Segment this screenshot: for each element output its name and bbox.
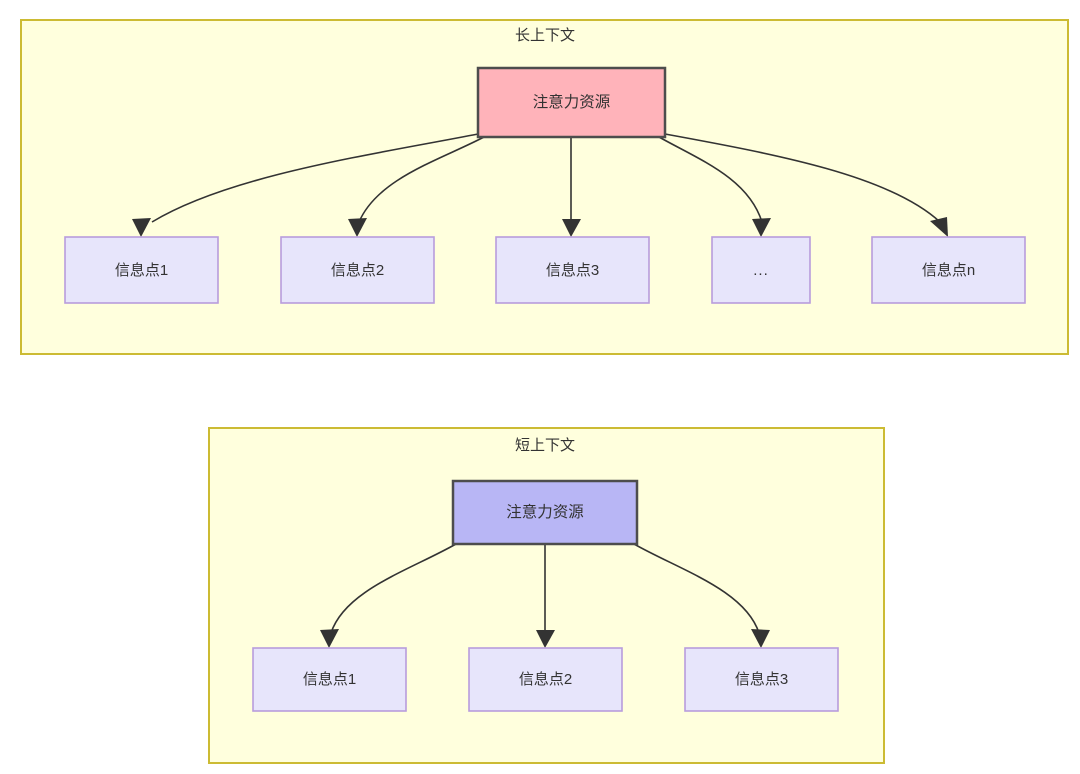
arrowhead-leaf-3-short (751, 629, 770, 648)
panel-short-context: 短上下文 注意力资源 信息点1 信息点2 (208, 427, 885, 764)
node-label-info-point-2-short: 信息点2 (519, 671, 572, 688)
node-label-info-point-n-long: 信息点n (922, 262, 975, 279)
arrowhead-leaf-3 (562, 219, 581, 237)
node-attention-resource-short[interactable]: 注意力资源 (451, 479, 639, 546)
node-label-info-point-3-long: 信息点3 (546, 262, 599, 279)
edges-long-context (132, 133, 948, 237)
edge-root-to-leaf-1-short (330, 543, 457, 634)
node-label-info-point-ellipsis-long: ... (753, 262, 769, 279)
node-box-info-point-3-short[interactable] (684, 647, 839, 712)
node-box-info-point-ellipsis-long[interactable] (711, 236, 811, 304)
node-label-attention-resource-short: 注意力资源 (506, 502, 584, 521)
node-box-info-point-2-long[interactable] (280, 236, 435, 304)
node-info-point-ellipsis-long[interactable]: ... (711, 236, 811, 304)
node-label-info-point-1-short: 信息点1 (303, 671, 356, 688)
node-info-point-n-long[interactable]: 信息点n (871, 236, 1026, 304)
panel-background-short-context (208, 427, 885, 764)
node-box-info-point-3-long[interactable] (495, 236, 650, 304)
arrowhead-leaf-2-short (536, 630, 555, 648)
node-info-point-2-long[interactable]: 信息点2 (280, 236, 435, 304)
node-box-attention-resource-long[interactable] (476, 66, 667, 139)
arrowhead-leaf-1-short (320, 629, 339, 648)
node-attention-resource-long[interactable]: 注意力资源 (476, 66, 667, 139)
node-info-point-1-short[interactable]: 信息点1 (252, 647, 407, 712)
panel-title-long-context: 长上下文 (515, 27, 575, 44)
arrowhead-leaf-5 (930, 217, 948, 237)
node-info-point-3-long[interactable]: 信息点3 (495, 236, 650, 304)
node-box-info-point-1-short[interactable] (252, 647, 407, 712)
node-label-attention-resource-long: 注意力资源 (533, 92, 611, 111)
panel-long-context: 长上下文 注意力资源 信息 (20, 19, 1069, 355)
node-label-info-point-1-long: 信息点1 (115, 262, 168, 279)
edge-root-to-leaf-2 (358, 136, 485, 223)
node-info-point-2-short[interactable]: 信息点2 (468, 647, 623, 712)
edge-root-to-leaf-1 (151, 133, 479, 223)
arrowhead-leaf-4 (752, 218, 771, 237)
node-box-info-point-2-short[interactable] (468, 647, 623, 712)
arrowhead-leaf-2 (348, 218, 367, 237)
node-label-info-point-2-long: 信息点2 (331, 262, 384, 279)
edge-root-to-leaf-4 (658, 136, 763, 223)
node-info-point-1-long[interactable]: 信息点1 (64, 236, 219, 304)
edge-root-to-leaf-3-short (633, 543, 760, 634)
node-info-point-3-short[interactable]: 信息点3 (684, 647, 839, 712)
node-box-info-point-1-long[interactable] (64, 236, 219, 304)
arrowhead-leaf-1 (132, 218, 151, 237)
node-label-info-point-3-short: 信息点3 (735, 671, 788, 688)
edges-short-context (320, 543, 770, 648)
node-box-info-point-n-long[interactable] (871, 236, 1026, 304)
panel-title-short-context: 短上下文 (515, 437, 575, 454)
edge-root-to-leaf-5 (664, 133, 941, 223)
node-box-attention-resource-short[interactable] (451, 479, 639, 546)
